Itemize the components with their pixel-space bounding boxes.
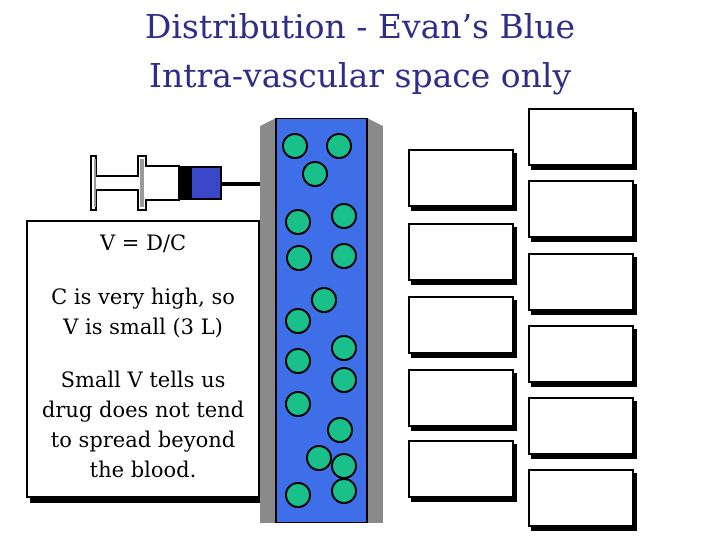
statement-line: C is very high, so: [28, 282, 258, 312]
drug-particle: [286, 392, 310, 416]
drug-particle: [332, 204, 356, 228]
tissue-cell: [528, 180, 634, 238]
formula-text: V = D/C: [28, 228, 258, 258]
conclusion-line: to spread beyond: [28, 425, 258, 455]
drug-particle: [286, 210, 310, 234]
drug-particle: [312, 288, 336, 312]
drug-particle: [332, 454, 356, 478]
drug-particle: [332, 368, 356, 392]
blood-vessel: [260, 118, 383, 523]
tissue-cell: [408, 223, 514, 281]
statement-line: V is small (3 L): [28, 312, 258, 342]
info-box: V = D/C C is very high, so V is small (3…: [26, 220, 260, 498]
tissue-cell: [528, 253, 634, 311]
drug-particle: [332, 244, 356, 268]
drug-particle: [332, 479, 356, 503]
conclusion-line: Small V tells us: [28, 365, 258, 395]
tissue-cell: [528, 469, 634, 527]
drug-particle: [286, 483, 310, 507]
drug-particle: [328, 418, 352, 442]
vessel-wall-right: [367, 118, 383, 523]
drug-particle: [287, 246, 311, 270]
conclusion-line: drug does not tend: [28, 395, 258, 425]
tissue-cell: [408, 369, 514, 427]
vessel-wall-left: [260, 118, 276, 523]
tissue-cell: [408, 296, 514, 354]
tissue-cell: [408, 149, 514, 207]
syringe-icon: [88, 152, 288, 212]
drug-particle: [332, 336, 356, 360]
tissue-cell: [408, 440, 514, 498]
drug-particle: [303, 162, 327, 186]
slide-title-line-1: Distribution - Evan’s Blue: [0, 6, 720, 48]
drug-particle: [283, 134, 307, 158]
slide-title-line-2: Intra-vascular space only: [0, 55, 720, 97]
drug-particle: [327, 134, 351, 158]
drug-particle: [286, 309, 310, 333]
drug-particle: [307, 446, 331, 470]
tissue-cell: [528, 397, 634, 455]
conclusion-line: the blood.: [28, 455, 258, 485]
tissue-cell: [528, 108, 634, 166]
tissue-cell: [528, 325, 634, 383]
drug-particle: [286, 349, 310, 373]
